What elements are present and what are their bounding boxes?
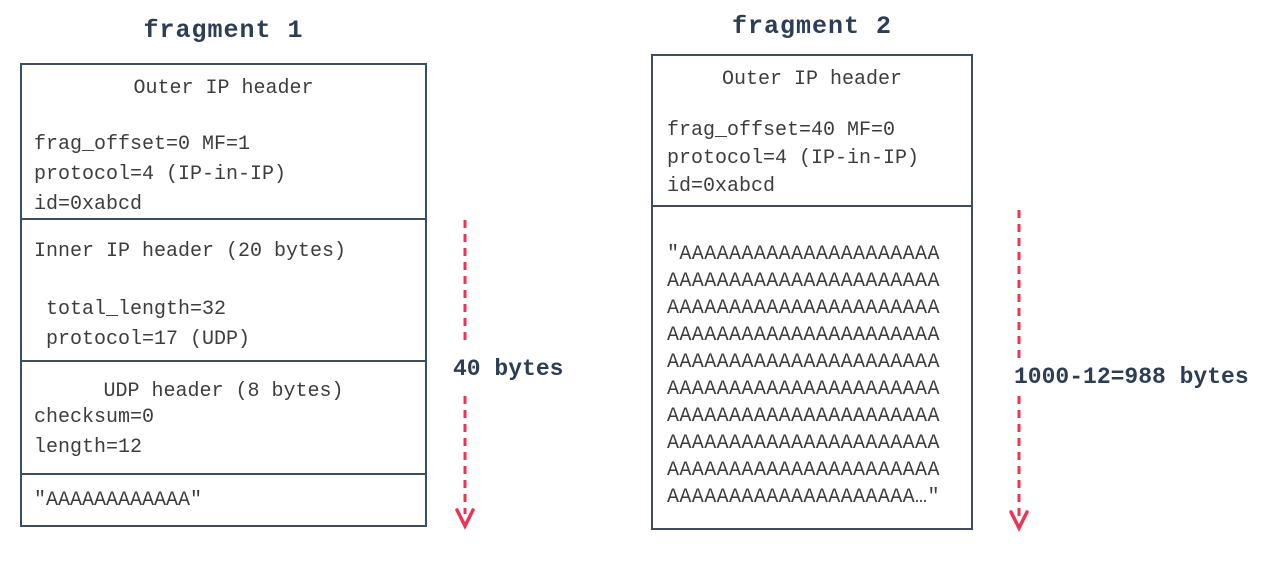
length-field: length=12 — [34, 436, 143, 459]
frag-offset-field: frag_offset=0 MF=1 — [34, 133, 251, 156]
fragment2-outer-ip-header-section: Outer IP header frag_offset=40 MF=0 prot… — [653, 56, 971, 205]
fragment2-title: fragment 2 — [731, 12, 893, 41]
checksum-field: checksum=0 — [34, 406, 155, 429]
fragment1-inner-ip-header-section: Inner IP header (20 bytes) total_length=… — [22, 218, 425, 360]
fragment1-title: fragment 1 — [143, 16, 304, 45]
protocol-field: protocol=17 (UDP) — [34, 328, 251, 351]
fragment1-udp-header-section: UDP header (8 bytes) checksum=0 length=1… — [22, 360, 425, 473]
fragment2-size-arrow — [1009, 210, 1029, 532]
fragment2-box: Outer IP header frag_offset=40 MF=0 prot… — [651, 54, 973, 530]
fragment1-size-label: 40 bytes — [453, 356, 564, 382]
payload-text: "AAAAAAAAAAAAAAAAAAAAA AAAAAAAAAAAAAAAAA… — [667, 243, 940, 509]
total-length-field: total_length=32 — [34, 298, 227, 321]
outer-ip-header-heading: Outer IP header — [133, 77, 314, 100]
protocol-field: protocol=4 (IP-in-IP) — [34, 163, 287, 186]
fragment1-size-arrow — [455, 220, 475, 530]
fragment2-size-label: 1000-12=988 bytes — [1014, 364, 1249, 390]
fragment2-payload-section: "AAAAAAAAAAAAAAAAAAAAA AAAAAAAAAAAAAAAAA… — [653, 205, 971, 528]
udp-header-heading: UDP header (8 bytes) — [103, 380, 344, 403]
arrow-down-icon — [455, 508, 475, 530]
id-field: id=0xabcd — [667, 175, 776, 198]
fragment1-outer-ip-header-section: Outer IP header frag_offset=0 MF=1 proto… — [22, 65, 425, 218]
frag-offset-field: frag_offset=40 MF=0 — [667, 119, 896, 142]
inner-ip-header-heading: Inner IP header (20 bytes) — [34, 240, 347, 263]
arrow-down-icon — [1009, 510, 1029, 532]
outer-ip-header-heading: Outer IP header — [721, 68, 903, 91]
protocol-field: protocol=4 (IP-in-IP) — [667, 147, 920, 170]
fragment1-payload-section: "AAAAAAAAAAAA" — [22, 473, 425, 525]
payload-text: "AAAAAAAAAAAA" — [34, 489, 203, 512]
id-field: id=0xabcd — [34, 193, 143, 216]
fragment1-box: Outer IP header frag_offset=0 MF=1 proto… — [20, 63, 427, 527]
